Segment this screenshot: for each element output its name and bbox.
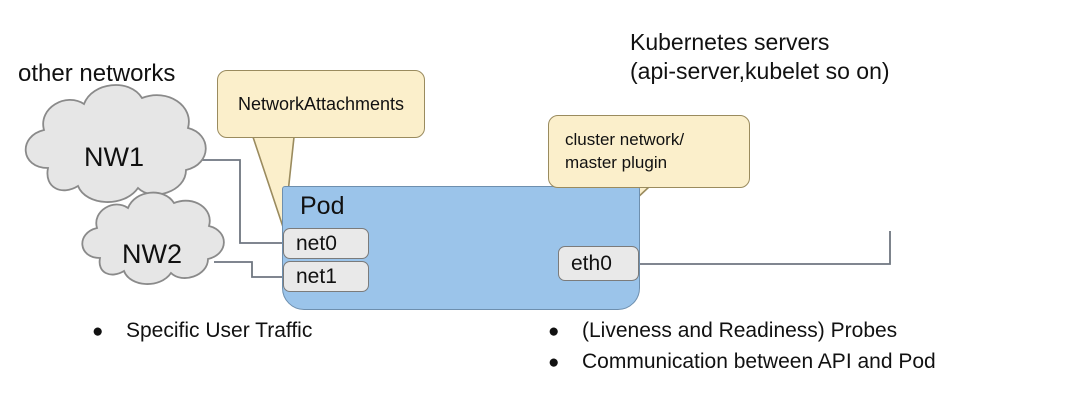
cloud-shape-nw2 bbox=[81, 191, 225, 285]
cloud-label-nw2: NW2 bbox=[122, 239, 182, 269]
cloud-shape-nw1 bbox=[24, 84, 207, 203]
pod-label: Pod bbox=[300, 192, 345, 220]
callout-cluster-network-line2: master plugin bbox=[565, 153, 668, 172]
kubernetes-servers-line1: Kubernetes servers bbox=[630, 29, 830, 55]
wire-eth0-to-k8s-servers bbox=[640, 231, 891, 265]
callout-cluster-network-line1: cluster network/ bbox=[565, 130, 685, 149]
callout-cluster-network: cluster network/ master plugin bbox=[548, 115, 750, 188]
bullet-item: ● Specific User Traffic bbox=[92, 316, 312, 347]
interface-net1: net1 bbox=[283, 261, 369, 292]
bullet-item: ● Communication between API and Pod bbox=[548, 347, 936, 378]
bullet-dot-icon: ● bbox=[548, 321, 560, 342]
bullet-text: Communication between API and Pod bbox=[582, 350, 936, 373]
wire-nw2-to-net1 bbox=[214, 261, 283, 278]
callout-network-attachments-text: NetworkAttachments bbox=[237, 93, 405, 114]
network-cloud-nw1: NW1 bbox=[16, 110, 212, 215]
callout-network-attachments: NetworkAttachments bbox=[217, 70, 425, 138]
interface-net0: net0 bbox=[283, 228, 369, 259]
network-cloud-nw2: NW2 bbox=[76, 215, 228, 300]
kubernetes-servers-header: Kubernetes servers (api-server,kubelet s… bbox=[630, 28, 890, 86]
wire-nw1-to-net0 bbox=[198, 159, 283, 244]
other-networks-label: other networks bbox=[18, 60, 176, 87]
bullet-text: Specific User Traffic bbox=[126, 319, 313, 342]
interface-eth0: eth0 bbox=[558, 246, 639, 281]
bullet-dot-icon: ● bbox=[92, 321, 104, 342]
bullet-list-right: ● (Liveness and Readiness) Probes ● Comm… bbox=[548, 316, 936, 378]
kubernetes-servers-line2: (api-server,kubelet so on) bbox=[630, 58, 890, 84]
bullet-dot-icon: ● bbox=[548, 352, 560, 373]
bullet-list-left: ● Specific User Traffic bbox=[92, 316, 312, 347]
bullet-text: (Liveness and Readiness) Probes bbox=[582, 319, 898, 342]
cloud-label-nw1: NW1 bbox=[84, 142, 144, 172]
bullet-item: ● (Liveness and Readiness) Probes bbox=[548, 316, 936, 347]
